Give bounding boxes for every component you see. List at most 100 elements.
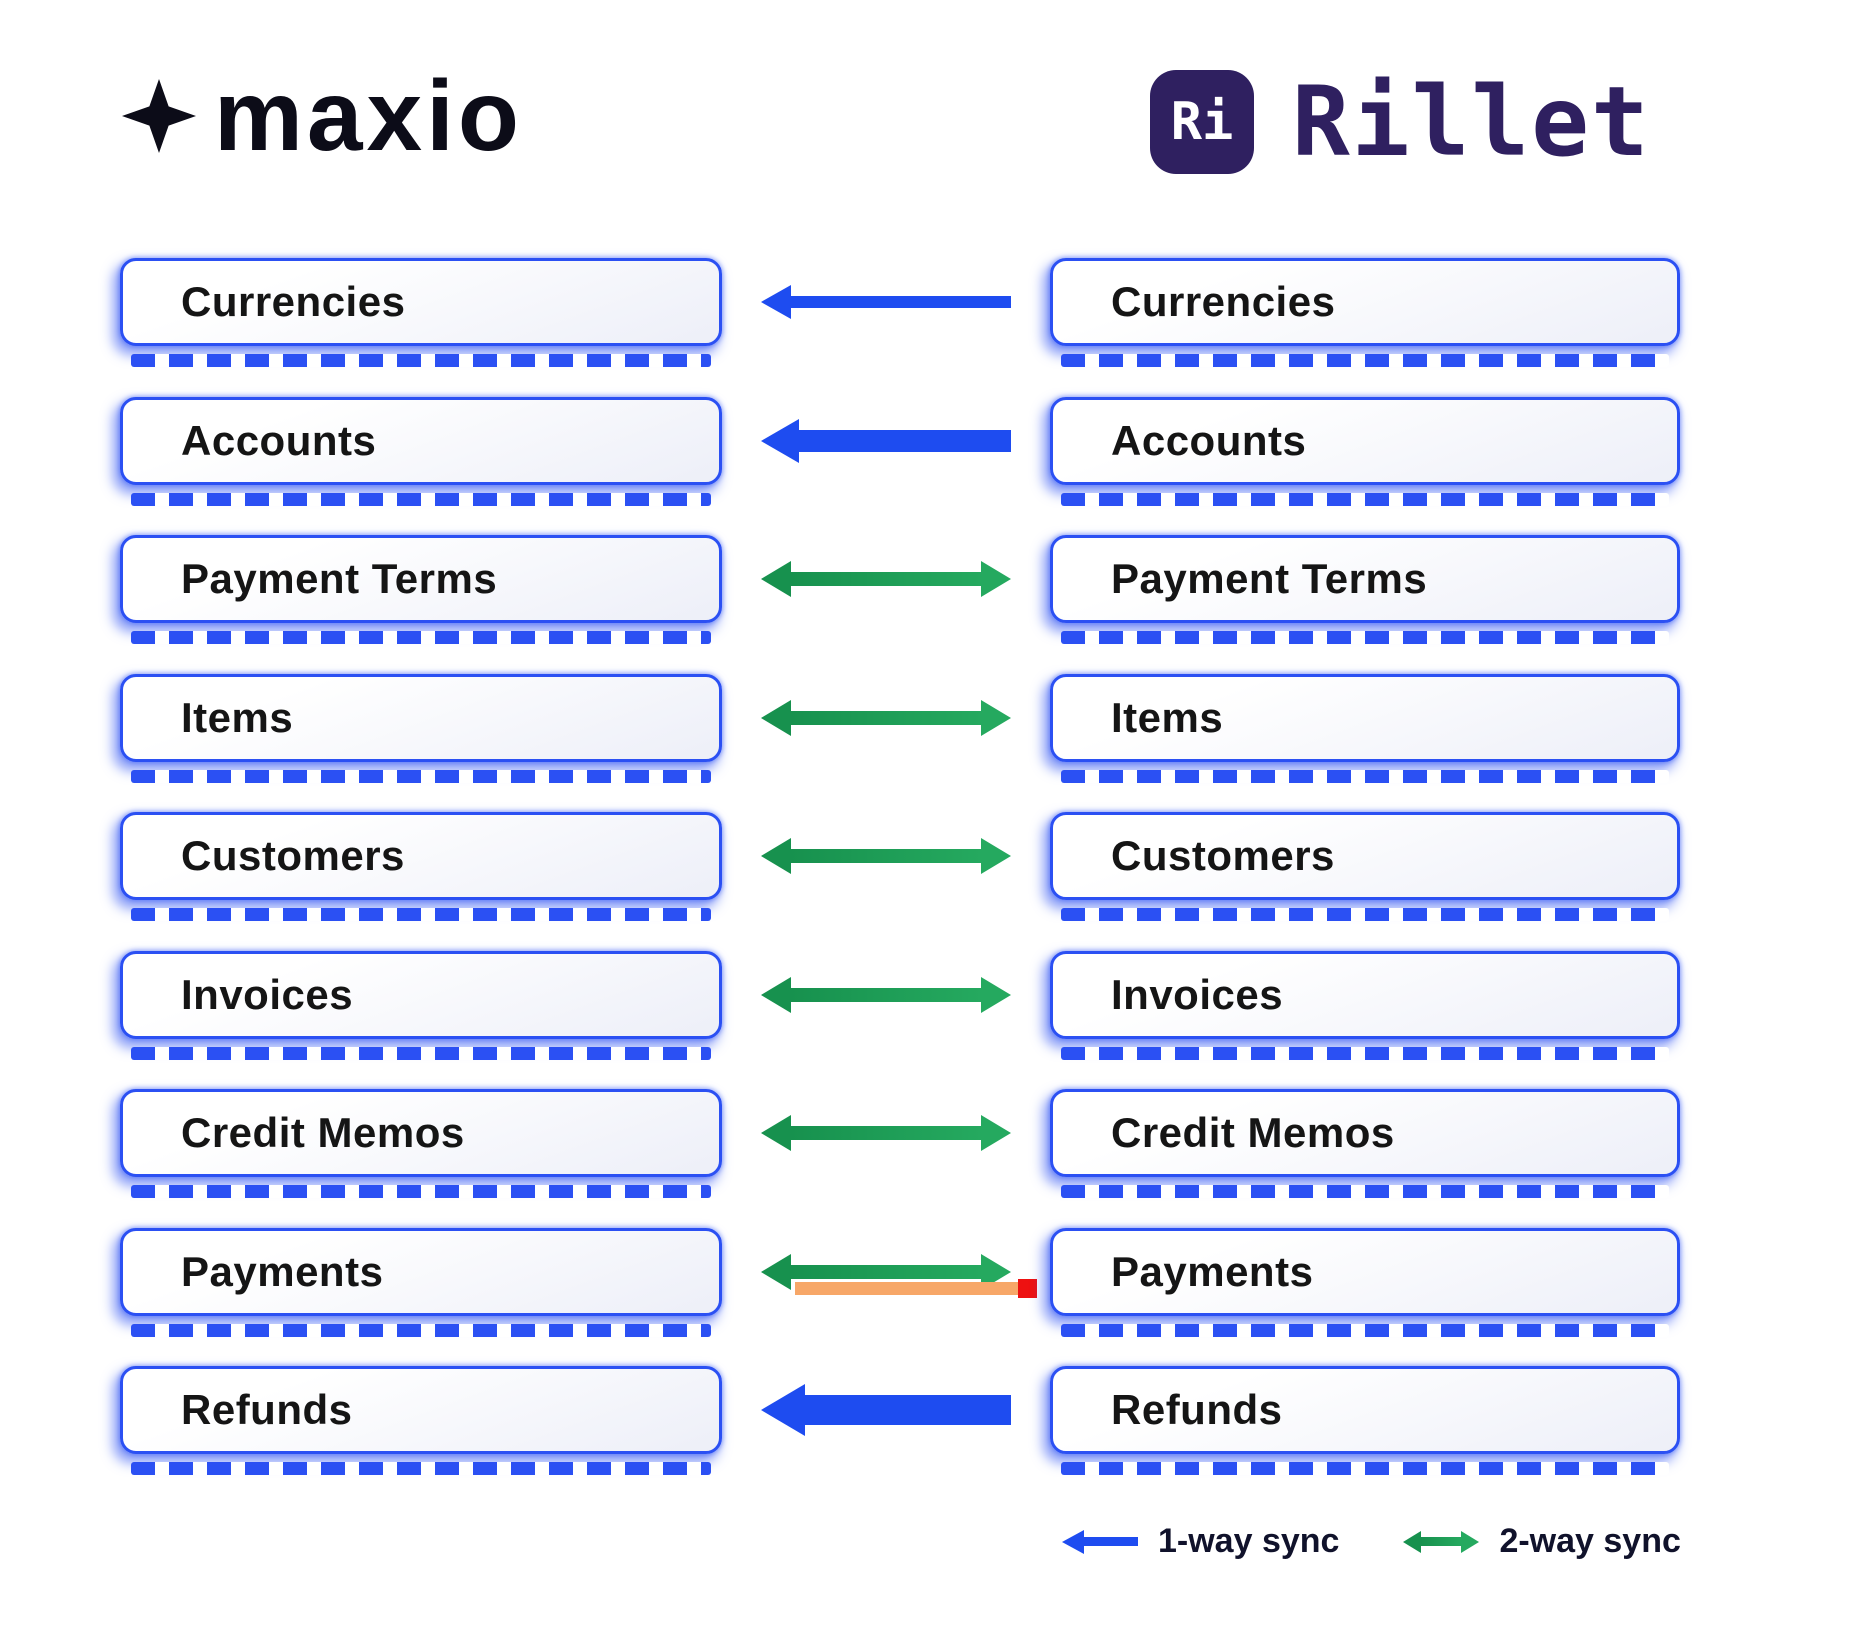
entity-label: Refunds xyxy=(181,1386,353,1433)
two-way-arrow-icon xyxy=(761,561,1011,597)
one-way-arrow-icon xyxy=(761,419,1011,463)
rillet-badge-icon: Ri xyxy=(1150,70,1254,174)
arrow-bar xyxy=(791,1265,981,1279)
sync-arrow-zone xyxy=(722,535,1050,623)
entity-label: Payments xyxy=(1111,1248,1314,1295)
arrow-bar xyxy=(791,296,1011,308)
sync-row: Payments Payments xyxy=(0,1228,1869,1337)
arrow-bar xyxy=(791,988,981,1002)
sync-row: Customers Customers xyxy=(0,812,1869,921)
arrowhead-left-icon xyxy=(761,838,791,874)
two-way-arrow-icon xyxy=(761,838,1011,874)
entity-label: Customers xyxy=(1111,832,1335,879)
two-way-arrow-icon xyxy=(761,1254,1037,1298)
entity-label: Accounts xyxy=(1111,417,1307,464)
arrowhead-right-icon xyxy=(981,977,1011,1013)
legend-one-way-label: 1-way sync xyxy=(1158,1522,1340,1560)
entity-box-rillet: Currencies xyxy=(1050,258,1680,367)
arrowhead-left-icon xyxy=(1062,1529,1084,1554)
entity-label: Currencies xyxy=(1111,278,1336,325)
arrowhead-left-icon xyxy=(1403,1530,1422,1553)
entity-label: Payment Terms xyxy=(1111,555,1428,602)
one-way-arrow-icon xyxy=(761,285,1011,319)
sync-arrow-zone xyxy=(722,258,1050,346)
entity-box-rillet: Credit Memos xyxy=(1050,1089,1680,1198)
sync-row: Refunds Refunds xyxy=(0,1366,1869,1475)
sync-row: Credit Memos Credit Memos xyxy=(0,1089,1869,1198)
arrowhead-left-icon xyxy=(761,285,791,319)
entity-box-maxio: Invoices xyxy=(120,951,722,1060)
sync-arrow-zone xyxy=(722,1089,1050,1177)
arrow-bar xyxy=(791,711,981,725)
entity-box-rillet: Invoices xyxy=(1050,951,1680,1060)
arrowhead-left-icon xyxy=(761,977,791,1013)
entity-label: Payments xyxy=(181,1248,384,1295)
arrowhead-left-icon xyxy=(761,700,791,736)
sync-row: Invoices Invoices xyxy=(0,951,1869,1060)
entity-label: Customers xyxy=(181,832,405,879)
arrowhead-right-icon xyxy=(981,561,1011,597)
maxio-logo: maxio xyxy=(122,66,523,166)
highlight-underline xyxy=(795,1279,1037,1298)
arrowhead-right-icon xyxy=(981,700,1011,736)
legend-two-way-label: 2-way sync xyxy=(1499,1522,1681,1560)
sync-arrow-zone xyxy=(722,1366,1050,1454)
arrowhead-left-icon xyxy=(761,1254,791,1290)
arrow-bar xyxy=(1421,1537,1462,1546)
sync-row: Items Items xyxy=(0,674,1869,783)
one-way-arrow-icon xyxy=(761,1384,1011,1436)
entity-box-rillet: Refunds xyxy=(1050,1366,1680,1475)
entity-box-rillet: Customers xyxy=(1050,812,1680,921)
sync-row: Currencies Currencies xyxy=(0,258,1869,367)
legend: 1-way sync 2-way sync xyxy=(1062,1522,1725,1561)
entity-label: Items xyxy=(181,694,294,741)
sync-arrow-zone xyxy=(722,1228,1050,1316)
sync-row: Payment Terms Payment Terms xyxy=(0,535,1869,644)
entity-box-maxio: Accounts xyxy=(120,397,722,506)
rillet-logo: Ri Rillet xyxy=(1150,70,1651,174)
arrowhead-right-icon xyxy=(981,1115,1011,1151)
entity-box-maxio: Customers xyxy=(120,812,722,921)
entity-box-maxio: Credit Memos xyxy=(120,1089,722,1198)
arrow-bar xyxy=(791,572,981,586)
arrowhead-left-icon xyxy=(761,1384,805,1436)
arrowhead-right-icon xyxy=(1461,1530,1480,1553)
sync-arrow-zone xyxy=(722,812,1050,900)
entity-box-maxio: Payment Terms xyxy=(120,535,722,644)
arrowhead-left-icon xyxy=(761,1115,791,1151)
sync-arrow-zone xyxy=(722,951,1050,1039)
entity-box-rillet: Payments xyxy=(1050,1228,1680,1337)
entity-label: Credit Memos xyxy=(1111,1109,1395,1156)
arrowhead-left-icon xyxy=(761,561,791,597)
entity-box-maxio: Currencies xyxy=(120,258,722,367)
entity-box-rillet: Accounts xyxy=(1050,397,1680,506)
entity-label: Currencies xyxy=(181,278,406,325)
legend-two-way-arrow-icon xyxy=(1403,1530,1480,1553)
arrow-bar xyxy=(1084,1537,1138,1546)
entity-box-maxio: Refunds xyxy=(120,1366,722,1475)
sync-row: Accounts Accounts xyxy=(0,397,1869,506)
entity-label: Refunds xyxy=(1111,1386,1283,1433)
arrow-bar xyxy=(799,430,1011,452)
two-way-arrow-icon xyxy=(761,700,1011,736)
two-way-arrow-icon xyxy=(761,1115,1011,1151)
entity-box-maxio: Payments xyxy=(120,1228,722,1337)
entity-label: Credit Memos xyxy=(181,1109,465,1156)
entity-box-maxio: Items xyxy=(120,674,722,783)
entity-label: Items xyxy=(1111,694,1224,741)
legend-one-way-arrow-icon xyxy=(1062,1529,1138,1554)
sync-arrow-zone xyxy=(722,397,1050,485)
sync-arrow-zone xyxy=(722,674,1050,762)
arrow-bar xyxy=(805,1395,1011,1425)
two-way-arrow-icon xyxy=(761,977,1011,1013)
entity-label: Invoices xyxy=(1111,971,1284,1018)
arrow-bar xyxy=(791,849,981,863)
highlight-endcap xyxy=(1018,1279,1037,1298)
maxio-star-icon xyxy=(122,79,196,153)
entity-box-rillet: Items xyxy=(1050,674,1680,783)
entity-label: Invoices xyxy=(181,971,354,1018)
entity-label: Payment Terms xyxy=(181,555,498,602)
arrowhead-right-icon xyxy=(981,838,1011,874)
entity-box-rillet: Payment Terms xyxy=(1050,535,1680,644)
